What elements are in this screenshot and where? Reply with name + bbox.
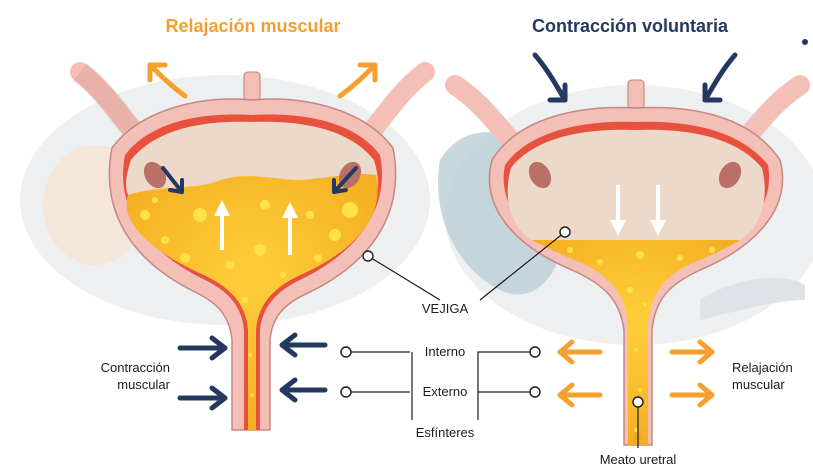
internal-sphincter-label: Interno: [425, 344, 465, 359]
bladder-label: VEJIGA: [422, 301, 469, 316]
title-left: Relajación muscular: [165, 16, 340, 36]
arrow-icon: [340, 65, 375, 96]
arrow-icon: [560, 342, 600, 362]
arrow-icon: [672, 385, 712, 405]
left-side-label-line2: muscular: [117, 377, 170, 392]
title-right: Contracción voluntaria: [532, 16, 729, 36]
external-sphincter-label: Externo: [423, 384, 468, 399]
arrow-icon: [535, 55, 565, 100]
right-side-label-line2: muscular: [732, 377, 785, 392]
arrow-icon: [180, 338, 225, 358]
right-side-label-line1: Relajación: [732, 360, 793, 375]
left-side-label-line1: Contracción: [101, 360, 170, 375]
arrow-icon: [560, 385, 600, 405]
sphincters-label: Esfínteres: [416, 425, 475, 440]
arrow-icon: [672, 342, 712, 362]
arrow-icon: [180, 388, 225, 408]
meatus-label: Meato uretral: [600, 452, 677, 467]
decorative-dot: [802, 39, 808, 45]
arrow-icon: [282, 380, 325, 400]
arrow-icon: [705, 55, 735, 100]
arrow-icon: [282, 335, 325, 355]
